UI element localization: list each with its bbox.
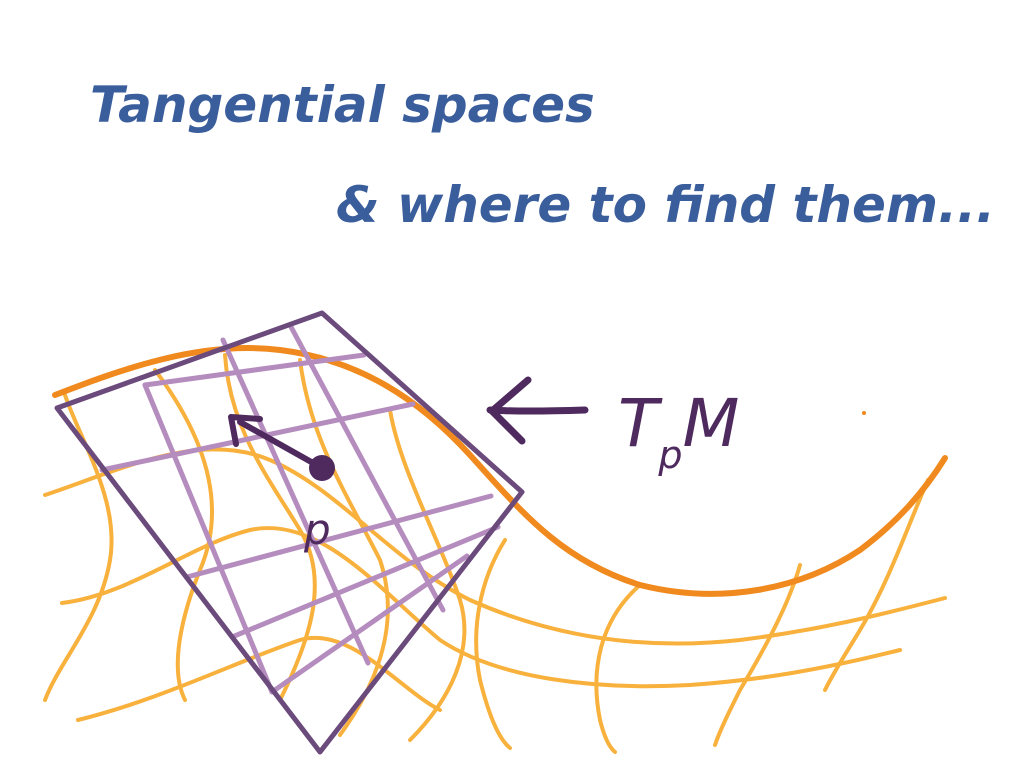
manifold-col-5 xyxy=(388,408,467,742)
plane-grid-line xyxy=(287,322,446,613)
tangent-space-label: TpM xyxy=(618,385,739,477)
title-line-1: Tangential spaces xyxy=(90,76,595,134)
manifold-col-1 xyxy=(43,393,114,702)
manifold-symbol: M xyxy=(682,385,739,462)
tangent-plane-grid xyxy=(99,322,501,695)
plane-grid-line xyxy=(99,401,416,473)
tangent-vector-arrow xyxy=(228,414,325,471)
point-p-label: p xyxy=(303,505,331,554)
pointer-shaft xyxy=(486,406,589,415)
plane-grid-line xyxy=(142,352,367,388)
plane-grid-line xyxy=(184,493,494,580)
tangent-space-pointer-arrow xyxy=(486,376,589,445)
manifold-edge-curve xyxy=(52,345,948,597)
vector-shaft xyxy=(237,419,325,471)
point-p-dot xyxy=(309,455,335,481)
manifold-col-7 xyxy=(594,583,642,754)
manifold-col-8 xyxy=(713,563,802,747)
stray-dot xyxy=(862,411,866,415)
manifold-col-2 xyxy=(153,368,214,702)
manifold-row-3 xyxy=(76,635,442,722)
plane-grid-line xyxy=(229,524,501,640)
manifold-col-9 xyxy=(823,478,930,692)
tangent-space-T: T xyxy=(618,385,663,462)
manifold-col-6 xyxy=(474,538,512,750)
tangent-plane-border xyxy=(54,310,525,755)
tangent-space-subscript: p xyxy=(657,433,682,477)
title-line-2: & where to find them... xyxy=(336,176,995,234)
plane-grid-line xyxy=(220,337,371,666)
plane-grid-line xyxy=(142,382,275,695)
pointer-head xyxy=(488,376,532,445)
plane-grid-line xyxy=(269,553,470,695)
vector-head xyxy=(228,414,263,447)
